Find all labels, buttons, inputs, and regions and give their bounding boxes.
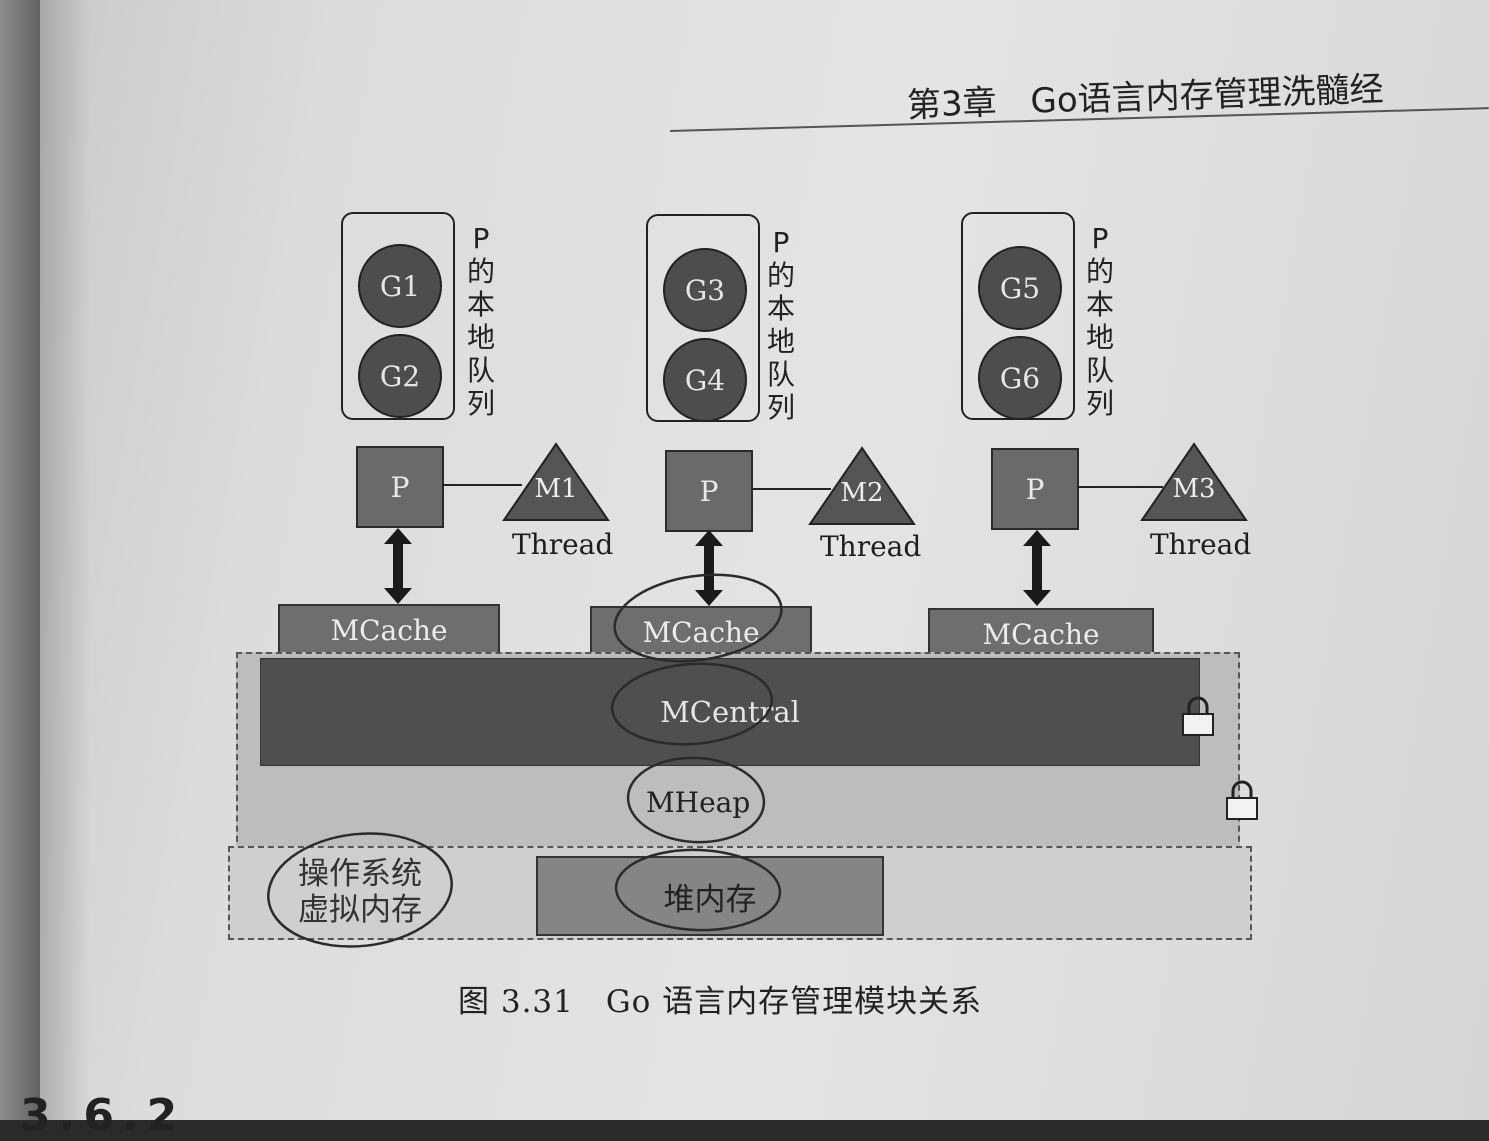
mcentral-block: MCentral bbox=[260, 658, 1200, 766]
goroutine-g5: G5 bbox=[978, 246, 1062, 330]
section-heading-partial: 3.6.2 bbox=[20, 1090, 186, 1141]
m-label: M3 bbox=[1172, 474, 1216, 504]
heap-memory-block: 堆内存 bbox=[536, 856, 884, 936]
machine-thread-m3: M3 bbox=[1140, 442, 1248, 522]
local-queue-box: G5 G6 bbox=[961, 212, 1075, 420]
goroutine-g1: G1 bbox=[358, 244, 442, 328]
double-arrow-icon bbox=[384, 528, 412, 604]
local-queue-label: P的本地队列 bbox=[1085, 222, 1114, 420]
p-m-link bbox=[751, 488, 831, 490]
triangle-icon bbox=[808, 446, 916, 525]
goroutine-g6: G6 bbox=[978, 336, 1062, 420]
lock-icon bbox=[1182, 696, 1214, 736]
local-queue-box: G1 G2 bbox=[341, 212, 455, 420]
book-page bbox=[40, 0, 1489, 1120]
mcache-block: MCache bbox=[278, 604, 500, 656]
local-queue-label: P的本地队列 bbox=[766, 226, 795, 424]
m-label: M2 bbox=[840, 478, 884, 508]
machine-thread-m2: M2 bbox=[808, 446, 916, 526]
m-label: M1 bbox=[534, 474, 578, 504]
thread-label: Thread bbox=[512, 528, 614, 561]
processor-p: P bbox=[991, 448, 1079, 530]
goroutine-g3: G3 bbox=[663, 248, 747, 332]
p-m-link bbox=[1077, 486, 1163, 488]
double-arrow-icon bbox=[695, 530, 723, 606]
os-virtual-memory-label: 操作系统虚拟内存 bbox=[298, 856, 422, 928]
thread-label: Thread bbox=[1150, 528, 1252, 561]
local-queue-label: P的本地队列 bbox=[466, 222, 495, 420]
mcache-block: MCache bbox=[590, 606, 812, 658]
page-shadow bbox=[0, 0, 90, 1120]
figure-caption: 图 3.31 Go 语言内存管理模块关系 bbox=[458, 984, 983, 1020]
p-m-link bbox=[442, 484, 522, 486]
machine-thread-m1: M1 bbox=[502, 442, 610, 522]
processor-p: P bbox=[356, 446, 444, 528]
processor-p: P bbox=[665, 450, 753, 532]
goroutine-g4: G4 bbox=[663, 338, 747, 422]
double-arrow-icon bbox=[1023, 530, 1051, 606]
lock-icon bbox=[1226, 780, 1258, 820]
mheap-label: MHeap bbox=[646, 786, 751, 819]
local-queue-box: G3 G4 bbox=[646, 214, 760, 422]
triangle-icon bbox=[502, 442, 610, 521]
goroutine-g2: G2 bbox=[358, 334, 442, 418]
mcache-block: MCache bbox=[928, 608, 1154, 660]
thread-label: Thread bbox=[820, 530, 922, 563]
triangle-icon bbox=[1140, 442, 1248, 521]
